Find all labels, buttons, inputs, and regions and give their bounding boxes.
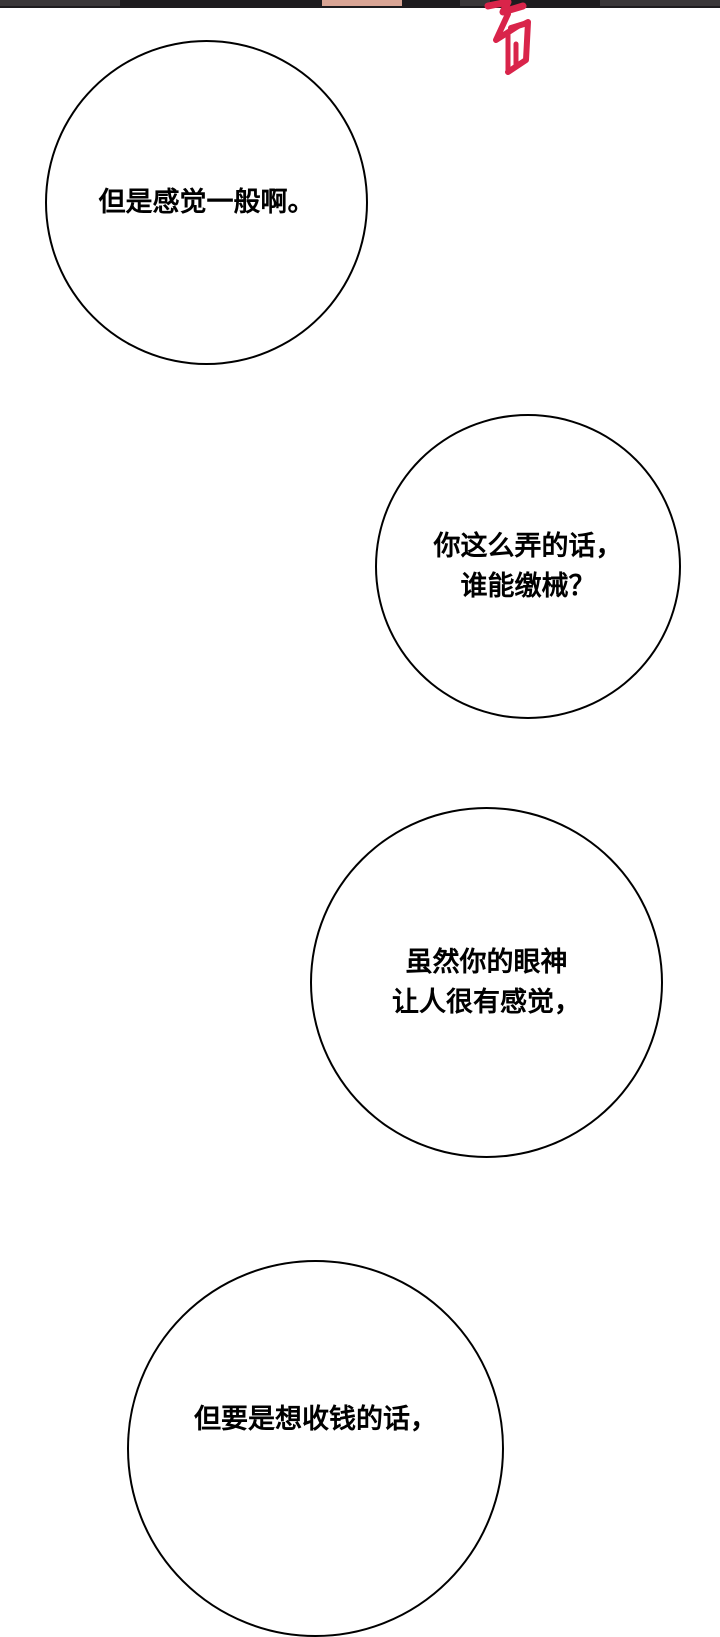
character-skin-fragment — [322, 0, 402, 6]
speech-bubble: 但要是想收钱的话， — [127, 1260, 504, 1637]
speech-bubble: 你这么弄的话， 谁能缴械？ — [375, 414, 681, 719]
panel-shade — [600, 0, 720, 6]
previous-panel-edge — [0, 0, 720, 8]
speech-bubble-text: 你这么弄的话， 谁能缴械？ — [433, 530, 623, 602]
panel-shade — [0, 0, 120, 6]
speech-bubble: 但是感觉一般啊。 — [45, 40, 368, 365]
speech-bubble-text: 但要是想收钱的话， — [194, 1404, 437, 1435]
speech-bubble-text: 但是感觉一般啊。 — [98, 186, 315, 218]
panel-shade — [460, 0, 490, 6]
speech-bubble-text: 虽然你的眼神 让人很有感觉， — [392, 946, 581, 1018]
speech-bubble: 虽然你的眼神 让人很有感觉， — [310, 807, 663, 1158]
sfx-brush-stroke-icon — [484, 0, 531, 75]
